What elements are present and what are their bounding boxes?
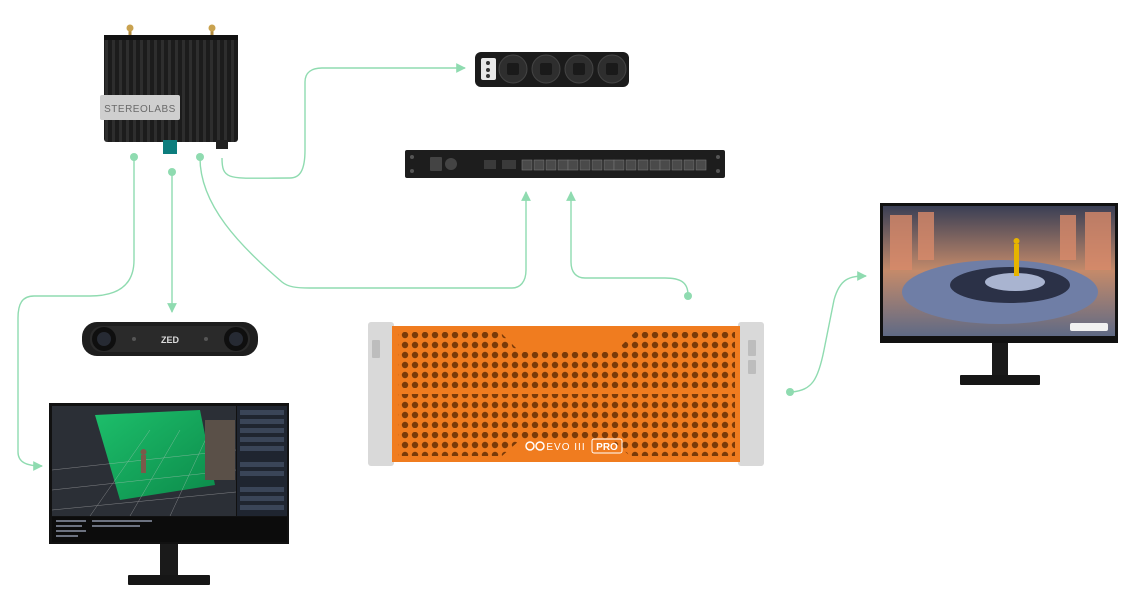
connector-dots: [130, 153, 794, 396]
speaker-panel: [475, 52, 629, 87]
embedded-box: STEREOLABS: [100, 24, 238, 154]
connector-box-to-speaker: [221, 63, 466, 179]
connector-server-to-switch: [566, 191, 689, 296]
server-brand: EVO III: [546, 442, 585, 453]
brand-plate: [100, 95, 180, 120]
render-server: EVO III PRO: [368, 322, 764, 466]
output-monitor: [880, 203, 1118, 385]
operator-monitor: [49, 403, 289, 585]
usb-port: [163, 140, 177, 154]
stereo-camera: ZED: [82, 322, 258, 356]
network-switch: [405, 150, 725, 178]
connector-box-to-switch: [199, 157, 531, 289]
embedded-box-brand: STEREOLABS: [104, 104, 176, 115]
console-panel: [52, 517, 287, 542]
ethernet-port: [216, 140, 228, 149]
server-logo-icon: [525, 441, 545, 451]
camera-label: ZED: [161, 335, 180, 345]
connectors: [17, 63, 867, 471]
server-badge: PRO: [596, 442, 618, 453]
connector-box-to-operator-monitor: [17, 158, 135, 471]
connector-server-to-output-monitor: [791, 271, 867, 393]
